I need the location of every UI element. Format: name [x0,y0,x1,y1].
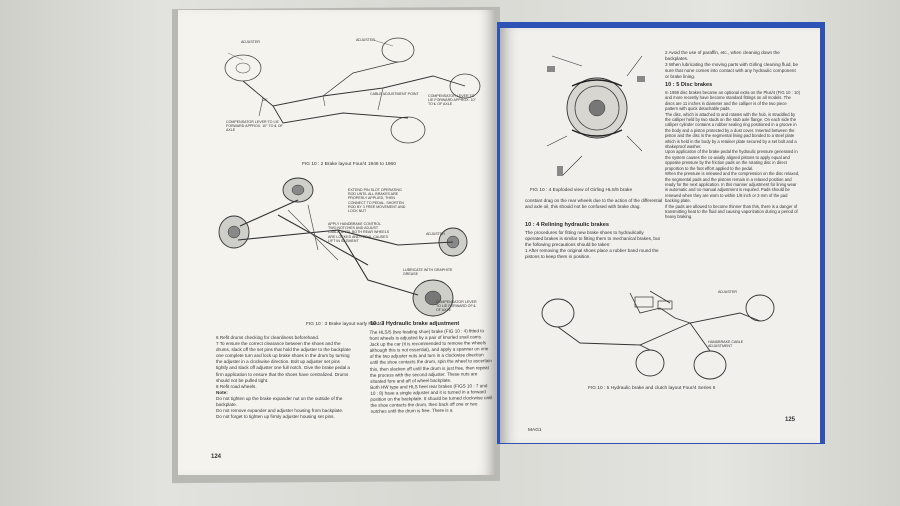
fig1-label-cable-adjustment: CABLE ADJUSTMENT POINT [370,92,419,96]
note-item: Do not tighten up the brake expander nut… [216,395,343,408]
fig1-label-angle: 10° [262,98,268,102]
paragraph: Both HW type and HLS heel rear brakes (F… [370,383,493,415]
fig2-caption: FIG 10 : 3 Brake layout early Plus/4s [306,322,385,327]
fig1-label-compensator-right: COMPENSATOR LEVER TO LIE FORWARD APPROX.… [428,94,476,107]
left-page-number: 124 [211,454,222,460]
right-page-number: 125 [785,417,796,423]
figure-brake-layout-plus4 [218,177,468,317]
section-heading-relining: 10 : 4 Relining hydraulic brakes [525,222,609,228]
fig2-label-note-top: EXTEND PIN SLOT OPERATING ROD UNTIL ALL … [348,188,406,214]
paragraph: 8 Refit road wheels. [216,383,257,389]
right-footer-code: MAG1 [528,428,542,433]
paragraph: Upon application of the brake pedal the … [665,149,798,171]
section-heading-hydraulic-adjustment: 10 : 3 Hydraulic brake adjustment [370,321,460,327]
fig2-label-adjuster: ADJUSTER [426,232,445,236]
left-column-2: The HLS/5 (two leading shoe) brake (FIG … [369,328,493,415]
paragraph: constant drag on the rear wheels due to … [525,198,663,210]
section-heading-disc-brakes: 10 : 5 Disc brakes [665,82,713,88]
paragraph: In 1959 disc brakes became an optional e… [665,90,801,112]
fig2-label-lubricate: LUBRICATE WITH GRAPHITE GREASE [403,268,453,277]
left-column-1: 6 Refit drums checking for cleanliness b… [216,335,352,420]
fig1-label-adjuster-top: ADJUSTER [356,38,375,42]
fig1-label-adjuster-left: ADJUSTER [241,40,260,44]
right-column-2: 2 Avoid the use of paraffin, etc., when … [665,50,800,80]
note-item: Do not forget to tighten up firmly adjus… [216,414,335,420]
paragraph: 1 After removing the original shoes plac… [525,248,659,260]
paragraph: 6 Refit drums checking for cleanliness b… [216,335,320,340]
fig5-caption: FIG 10 : 5 Hydraulic brake and clutch la… [588,386,716,391]
paragraph: The disc, which is attached to and rotat… [665,111,797,150]
right-column-1b: The procedures for fitting new brake sho… [525,230,663,260]
right-column-1: constant drag on the rear wheels due to … [525,198,663,210]
figure-girling-hls5-exploded [546,55,645,177]
paragraph: When the pressure is released and the co… [665,171,800,204]
fig2-label-note-mid: APPLY HANDBRAKE CONTROL TWO NOTCHES AND … [328,222,390,243]
paragraph: 3 When lubricating the moving parts with… [665,62,799,80]
paragraph: The procedures for fitting new brake sho… [525,230,660,248]
paragraph: The HLS/5 (two leading shoe) brake (FIG … [369,328,492,384]
fig1-caption: FIG 10 : 2 Brake layout Four/4 1946 to 1… [302,162,396,167]
right-page: FIG 10 : 4 Exploded view of Girling HLS/… [500,28,820,443]
fig2-label-compensator: COMPENSATOR LEVER TO LIE FORWARD OF ℄ OF… [436,300,477,313]
note-label: Note: [216,389,228,395]
note-block: Note: Do not tighten up the brake expand… [216,390,352,420]
figure-hydraulic-clutch-layout [541,290,775,380]
paragraph: 7 To ensure the correct clearance betwee… [216,341,351,383]
note-item: Do not remove expander and adjuster hous… [216,408,344,414]
fig5-label-adjuster: ADJUSTER [718,290,737,294]
fig5-label-handbrake: HANDBRAKE CABLE ADJUSTMENT [708,340,744,349]
left-page: ADJUSTER ADJUSTER 10° CABLE ADJUSTMENT P… [178,10,496,475]
paragraph: 2 Avoid the use of paraffin, etc., when … [665,50,780,62]
fig4-caption: FIG 10 : 4 Exploded view of Girling HLS/… [530,188,633,193]
fig1-label-compensator-left: COMPENSATOR LEVER TO LIE FORWARD APPROX.… [226,120,283,133]
paragraph: If the pads are allowed to become thinne… [665,203,798,220]
right-column-2b: In 1959 disc brakes became an optional e… [665,90,800,220]
figure-brake-layout-1946 [224,37,481,144]
